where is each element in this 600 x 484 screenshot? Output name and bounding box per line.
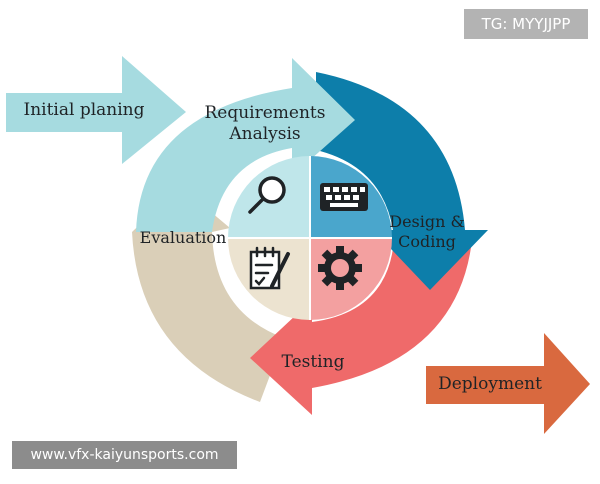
initial-planning-label: Initial planing [23, 100, 145, 120]
gear-icon [318, 246, 362, 290]
checklist-pen-icon [249, 246, 290, 290]
requirements-label-line2: Analysis [229, 124, 301, 145]
testing-segment [250, 240, 472, 415]
initial-planning-arrow [6, 56, 186, 164]
deployment-label: Deployment [438, 374, 542, 394]
evaluation-label: Evaluation [139, 228, 227, 247]
watermark-bottom: www.vfx-kaiyunsports.com [12, 441, 237, 469]
design-coding-segment [316, 72, 488, 290]
design-label-line1: Design & [389, 212, 465, 231]
requirements-analysis-label: Requirements Analysis [190, 103, 340, 146]
design-label-line2: Coding [398, 232, 456, 251]
design-coding-label: Design & Coding [372, 212, 482, 252]
deployment-arrow [426, 333, 590, 434]
magnifier-icon [248, 176, 286, 214]
requirements-label-line1: Requirements [204, 103, 326, 123]
keyboard-icon [320, 183, 368, 211]
testing-label: Testing [281, 352, 345, 372]
evaluation-segment [132, 186, 284, 402]
requirements-segment [136, 58, 355, 232]
watermark-top: TG: MYYJJPP [464, 9, 588, 39]
